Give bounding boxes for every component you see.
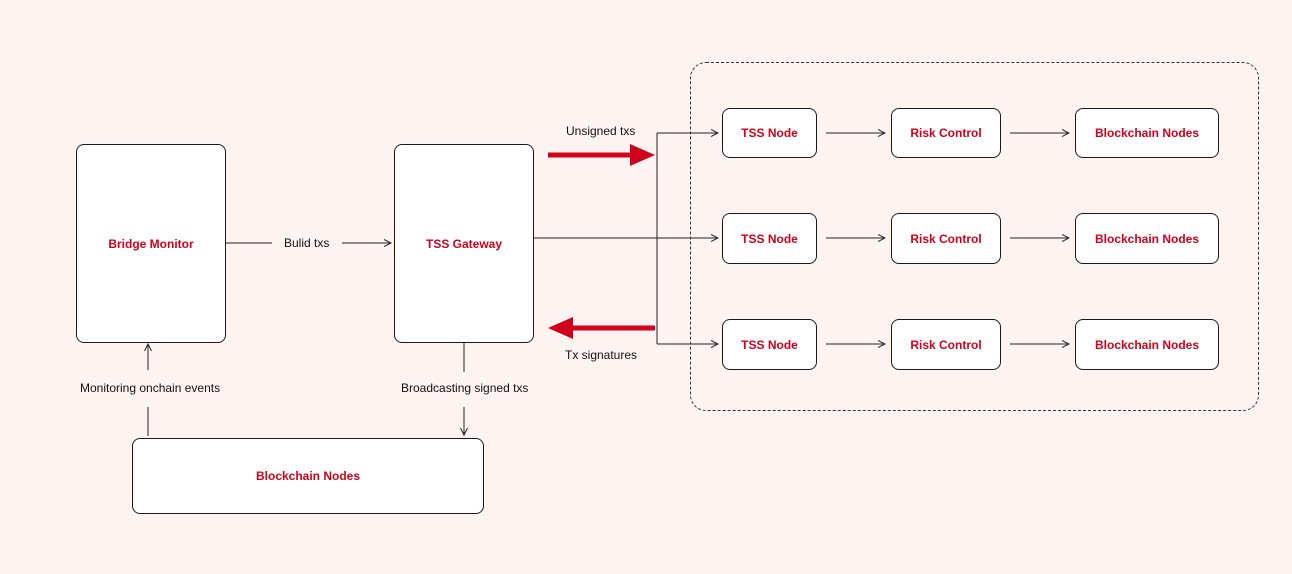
risk-control-2[interactable]: Risk Control [891, 213, 1001, 264]
broadcasting-label: Broadcasting signed txs [401, 381, 529, 395]
tss-node-cluster [690, 62, 1259, 411]
risk-control-1-label: Risk Control [910, 126, 982, 140]
blockchain-nodes-2-label: Blockchain Nodes [1094, 231, 1200, 246]
bridge-monitor-label: Bridge Monitor [108, 236, 194, 251]
blockchain-nodes-1[interactable]: Blockchain Nodes [1075, 108, 1219, 158]
blockchain-nodes-bottom-label: Blockchain Nodes [255, 469, 361, 483]
blockchain-nodes-1-label: Blockchain Nodes [1094, 126, 1200, 140]
tss-gateway-label: TSS Gateway [425, 236, 503, 251]
tx-signatures-label: Tx signatures [565, 348, 638, 362]
tx-signatures-thick-arrow [548, 317, 655, 339]
blockchain-nodes-bottom-node[interactable]: Blockchain Nodes [132, 438, 484, 514]
blockchain-nodes-2[interactable]: Blockchain Nodes [1075, 213, 1219, 264]
tss-node-3-label: TSS Node [741, 337, 798, 352]
monitoring-label: Monitoring onchain events [80, 381, 221, 395]
blockchain-nodes-3[interactable]: Blockchain Nodes [1075, 319, 1219, 370]
unsigned-txs-thick-arrow [548, 144, 655, 166]
tss-node-3[interactable]: TSS Node [722, 319, 817, 370]
unsigned-txs-label: Unsigned txs [566, 124, 636, 138]
risk-control-2-label: Risk Control [910, 231, 982, 246]
tss-node-1-label: TSS Node [741, 126, 798, 140]
build-txs-label: Bulid txs [284, 236, 330, 250]
tss-node-2[interactable]: TSS Node [722, 213, 817, 264]
bridge-monitor-node[interactable]: Bridge Monitor [76, 144, 226, 343]
risk-control-3[interactable]: Risk Control [891, 319, 1001, 370]
tss-gateway-node[interactable]: TSS Gateway [394, 144, 534, 343]
tss-node-1[interactable]: TSS Node [722, 108, 817, 158]
tss-node-2-label: TSS Node [741, 231, 798, 246]
risk-control-3-label: Risk Control [910, 337, 982, 352]
blockchain-nodes-3-label: Blockchain Nodes [1094, 337, 1200, 352]
risk-control-1[interactable]: Risk Control [891, 108, 1001, 158]
